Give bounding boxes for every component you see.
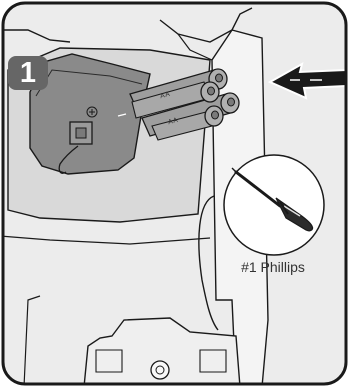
tool-label: #1 Phillips: [218, 259, 328, 275]
step-badge-icon: 1: [8, 56, 48, 90]
battery-holder: [30, 54, 150, 174]
screwdriver-callout: [224, 155, 324, 255]
